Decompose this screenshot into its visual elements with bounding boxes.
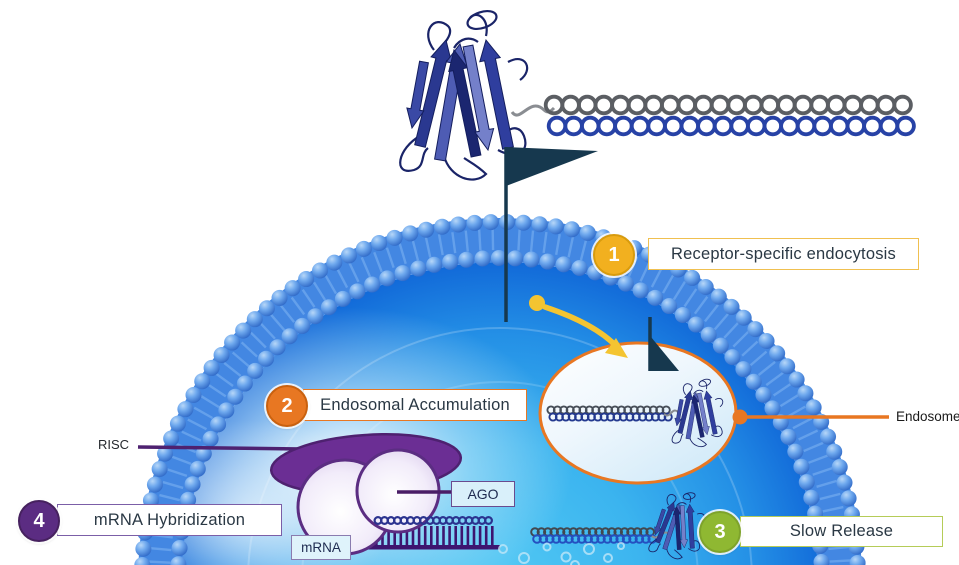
linker <box>510 104 556 117</box>
receptor-flag-endosome <box>648 317 679 371</box>
step-1-label-box: Receptor-specific endocytosis <box>648 238 919 270</box>
endosome-callout <box>732 409 889 425</box>
step-1-number: 1 <box>608 243 620 266</box>
cell-membrane <box>134 214 866 565</box>
risc-complex <box>137 433 500 556</box>
ago-label-box: AGO <box>451 481 515 507</box>
step-4-number: 4 <box>33 509 45 532</box>
step-3-number: 3 <box>714 520 726 543</box>
step-2-number: 2 <box>281 394 293 417</box>
step-1-label: Receptor-specific endocytosis <box>671 244 896 263</box>
endocytosis-arrow <box>529 295 628 358</box>
ago-label: AGO <box>467 486 499 502</box>
mrna-label-box: mRNA <box>291 535 351 560</box>
slow-release-group <box>498 486 709 565</box>
step-3-badge: 3 <box>699 511 741 553</box>
lipid-tails <box>149 229 851 564</box>
lipid-heads-inner <box>170 250 830 565</box>
hybridized-oligo <box>373 515 494 525</box>
mrna-label: mRNA <box>301 540 341 555</box>
oligo-strand-blue <box>546 115 916 137</box>
risc-callout-line <box>137 445 303 451</box>
risc-label: RISC <box>98 437 130 452</box>
receptor-flag <box>504 147 598 322</box>
step-3-label: Slow Release <box>789 522 894 540</box>
release-bubbles <box>498 542 625 565</box>
endosome-label: Endosome <box>896 409 959 424</box>
interior-arc <box>301 381 699 565</box>
oligo-strand-gray <box>543 94 913 116</box>
step-1-badge: 1 <box>593 234 635 276</box>
interior-arc <box>247 327 753 565</box>
step-4-label: mRNA Hybridization <box>93 510 246 529</box>
oligo-duplex-in-endosome <box>546 405 673 422</box>
linker <box>663 409 679 417</box>
step-3-label-box: Slow Release <box>740 516 943 547</box>
protein-oligo-conjugate <box>399 6 916 322</box>
step-2-label-box: Endosomal Accumulation <box>303 389 527 421</box>
step-2-label: Endosomal Accumulation <box>320 395 510 414</box>
step-4-badge: 4 <box>18 500 60 542</box>
released-oligo-blue <box>532 534 658 544</box>
mrna-strand <box>350 545 500 550</box>
step-4-label-box: mRNA Hybridization <box>57 504 282 536</box>
lipid-heads-outer <box>134 214 866 565</box>
step-2-badge: 2 <box>266 385 308 427</box>
